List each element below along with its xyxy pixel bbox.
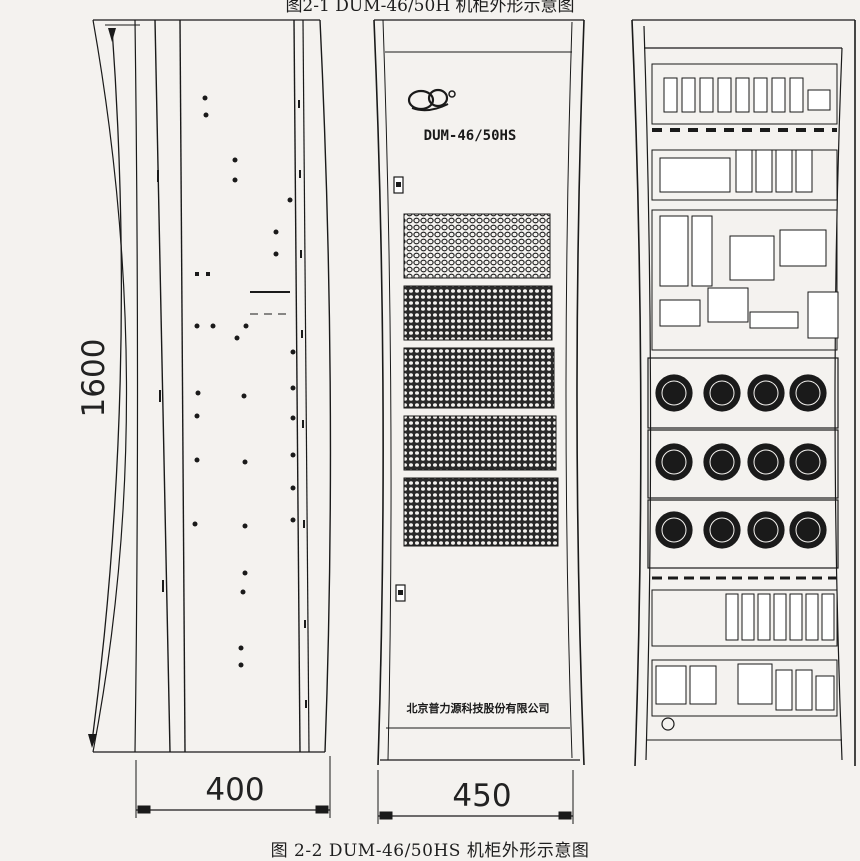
control-row-2: [651, 209, 838, 351]
company-label: 北京普力源科技股份有限公司: [407, 701, 550, 715]
front-width-dimension: [377, 770, 574, 824]
vent-grille-3: [403, 347, 555, 409]
side-view: [92, 19, 332, 753]
vent-grille-2: [403, 285, 553, 341]
vent-grille-1: [403, 213, 551, 279]
side-width-dimension: [135, 756, 331, 818]
breaker-row-bottom: [651, 589, 838, 647]
interior-view: [631, 19, 856, 767]
terminal-row: [651, 659, 838, 717]
front-width-label: 450: [452, 778, 511, 814]
brand-logo-icon: [407, 88, 456, 112]
top-breakers: [663, 77, 831, 113]
caption-bottom: 图 2-2 DUM-46/50HS 机柜外形示意图: [270, 841, 590, 861]
front-view: [373, 19, 585, 766]
height-dimension: [88, 24, 140, 748]
rectifier-modules: [647, 357, 839, 569]
model-label: DUM-46/50HS: [424, 128, 517, 144]
breaker-row-top: [651, 63, 838, 125]
side-mounting-holes: [192, 95, 296, 668]
side-width-label: 400: [205, 772, 264, 808]
vent-grille-5: [403, 477, 559, 547]
caption-top: 图2-1 DUM-46/50H 机柜外形示意图: [285, 0, 575, 16]
vent-grille-4: [403, 415, 557, 471]
height-dimension-label: 1600: [76, 339, 112, 418]
